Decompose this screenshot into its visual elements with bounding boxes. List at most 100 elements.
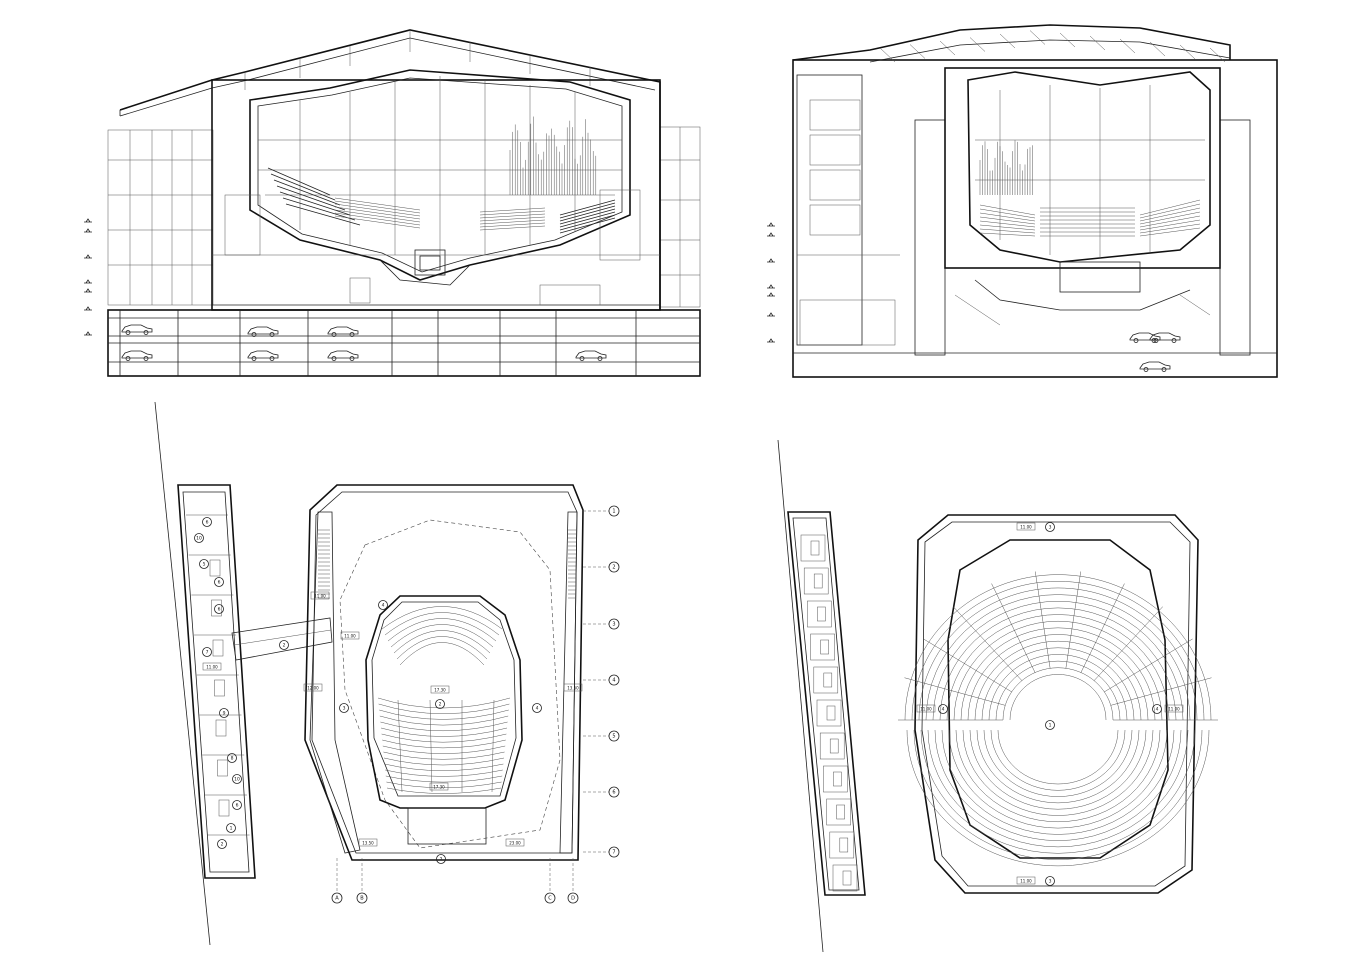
room-number: 3 [1049, 525, 1052, 531]
area-tag: 17.30 [434, 688, 446, 693]
annex-room-furniture [217, 759, 228, 777]
room-number-bubble [226, 823, 236, 833]
seat-row [559, 217, 616, 234]
stage-lift [379, 249, 471, 286]
annex-room-furniture [212, 639, 224, 657]
seat-row [385, 775, 503, 783]
seat-row [479, 222, 546, 228]
seat-row [380, 727, 508, 737]
level-markers [84, 218, 92, 336]
room-number-bubble [938, 704, 948, 714]
wheel-icon [1171, 338, 1177, 343]
car-icon [1149, 332, 1181, 341]
seat-row [479, 225, 546, 231]
room-number: 5 [203, 562, 206, 568]
grid-axis-label: C [548, 896, 552, 902]
seat-row [334, 212, 421, 226]
balcony-outline [339, 519, 561, 849]
seat-arc [913, 729, 1203, 860]
wheel-icon [269, 332, 275, 337]
annex-wing [177, 484, 256, 879]
room-number-bubble [378, 600, 388, 610]
seat-row [382, 745, 506, 754]
area-tag: 11.00 [1168, 707, 1180, 712]
area-tag-frame [916, 704, 936, 713]
car-icon [327, 326, 359, 335]
seat-row [1139, 227, 1201, 237]
wheel-icon [331, 356, 337, 361]
annex-room-furniture [829, 738, 839, 754]
area-tag-frame [202, 662, 222, 671]
room-number: 1 [1049, 723, 1052, 729]
seat-row [1139, 207, 1201, 222]
seat-arc [927, 729, 1189, 848]
level-marker-icon [767, 338, 775, 343]
room-number: 2 [283, 643, 286, 649]
seat-row [384, 763, 504, 771]
seat-row [270, 173, 336, 201]
room-number: 9 [223, 711, 226, 717]
grid-axis-label-bubble [544, 892, 556, 904]
seat-row [559, 199, 616, 216]
wheel-icon [349, 332, 355, 337]
grid-axis-label: 5 [612, 734, 615, 740]
room-number-bubble [279, 640, 289, 650]
seat-aisle [923, 638, 1012, 693]
seat-row [1139, 211, 1201, 225]
grid-axis-label-bubble [608, 786, 620, 798]
seat-row [479, 213, 546, 219]
grid-axis-label: 6 [612, 790, 615, 796]
area-tag-frame [563, 683, 583, 692]
seat-row [979, 216, 1036, 225]
stairs [318, 529, 576, 599]
seat-arc [1002, 667, 1114, 721]
seating-blocks [898, 571, 1218, 867]
grid-axis-label-bubble [608, 505, 620, 517]
annex-room [813, 666, 839, 694]
seat-arc [1009, 674, 1107, 721]
car-icon [247, 350, 279, 359]
seat-row [559, 211, 616, 228]
seat-row [378, 703, 510, 714]
room-number: 10 [196, 536, 202, 542]
seat-row [979, 224, 1036, 231]
seat-row [273, 179, 341, 206]
room-number-bubble [232, 800, 242, 810]
annex-room-furniture [209, 559, 221, 577]
seat-row [334, 209, 421, 223]
seat-row [979, 228, 1036, 234]
truss-member [1149, 41, 1166, 57]
seat-row [381, 733, 507, 743]
annex-room-furniture [218, 799, 230, 817]
auditorium [947, 539, 1169, 859]
seat-arc [381, 606, 503, 630]
seat-arc [946, 614, 1170, 721]
annex-room-furniture [211, 599, 222, 617]
seat-row [383, 751, 505, 760]
seat-row [282, 197, 356, 221]
annex-wing [787, 511, 866, 896]
seat-row [1139, 215, 1201, 228]
seat-arc [983, 729, 1133, 797]
annex-room-furniture [214, 679, 225, 697]
level-marker-icon [84, 254, 92, 259]
seat-arc [955, 729, 1161, 822]
room-number: 4 [1156, 707, 1159, 713]
seat-row [334, 203, 421, 217]
wheel-icon [125, 356, 131, 361]
room-number-bubble [1152, 704, 1162, 714]
seat-row [979, 212, 1036, 222]
area-tag: 11.00 [206, 665, 218, 670]
parked-cars [1129, 332, 1181, 372]
annex-room-furniture [817, 606, 826, 622]
room-number-bubble [1045, 720, 1055, 730]
concert-hall-shell-transverse [944, 67, 1221, 311]
seat-row [979, 220, 1036, 228]
truss-member [909, 44, 926, 59]
seat-row [276, 185, 346, 211]
truss-member [1029, 30, 1046, 45]
seat-row [979, 232, 1036, 237]
